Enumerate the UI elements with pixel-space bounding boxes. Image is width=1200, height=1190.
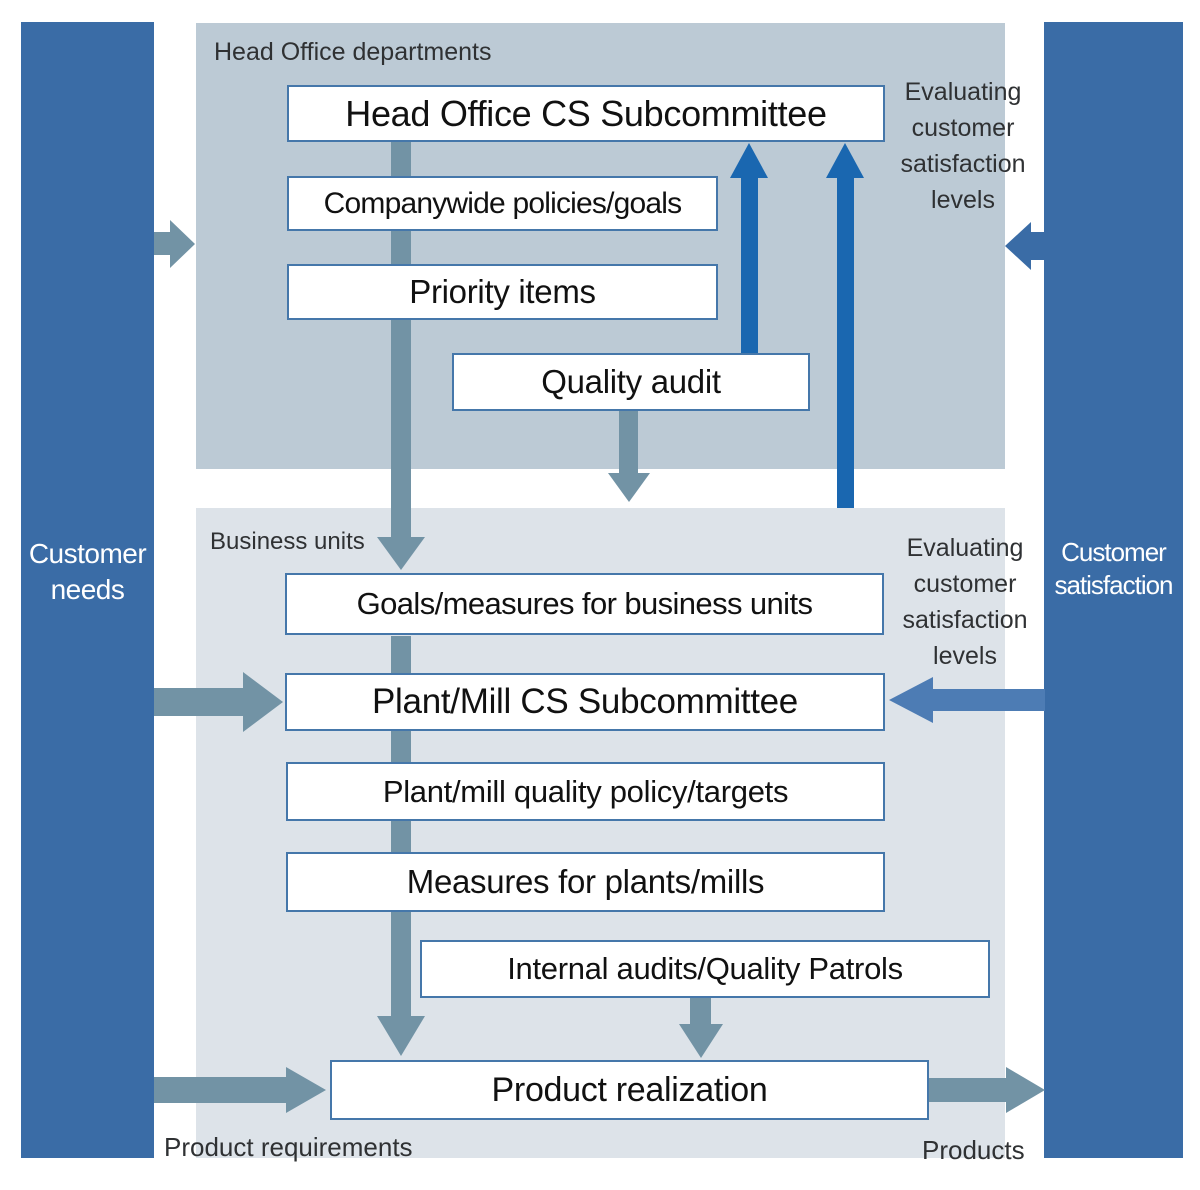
needs-to-head-office-arrow-head: [170, 220, 195, 268]
satisfaction-to-head-office-arrow-shaft: [1031, 232, 1045, 260]
satisfaction-to-head-office-arrow-head: [1005, 222, 1031, 270]
box-companywide-policies-goals: Companywide policies/goals: [287, 176, 718, 231]
satisfaction-to-plant-mill-arrow-shaft: [933, 689, 1045, 711]
box-goals-measures-business-units: Goals/measures for business units: [285, 573, 884, 635]
box-quality-audit-label: Quality audit: [541, 363, 721, 400]
box-internal-audits-quality-patrols-label: Internal audits/Quality Patrols: [507, 951, 903, 986]
flow-down-arrow-bottom-head: [377, 1016, 425, 1056]
satisfaction-to-plant-mill-arrow-head: [889, 677, 933, 723]
box-priority-items-label: Priority items: [409, 273, 596, 310]
evaluating-note-bottom: Evaluating customer satisfaction levels: [902, 534, 1028, 670]
internal-audits-down-arrow-head: [679, 1024, 723, 1058]
customer-needs-label: Customer needs: [28, 538, 147, 605]
products-label: Products: [922, 1135, 1025, 1165]
product-requirements-label: Product requirements: [164, 1132, 413, 1162]
box-priority-items: Priority items: [287, 264, 718, 320]
box-head-office-cs-subcommittee-label: Head Office CS Subcommittee: [345, 92, 827, 134]
box-plant-mill-cs-subcommittee: Plant/Mill CS Subcommittee: [285, 673, 885, 731]
feedback-up-arrow-inner-head: [730, 143, 768, 178]
box-measures-for-plants-mills-label: Measures for plants/mills: [406, 863, 765, 900]
requirements-to-product-arrow-shaft: [154, 1077, 286, 1103]
needs-to-plant-mill-arrow-head: [243, 672, 283, 732]
box-product-realization: Product realization: [330, 1060, 929, 1120]
requirements-to-product-arrow-head: [286, 1067, 326, 1113]
box-measures-for-plants-mills: Measures for plants/mills: [286, 852, 885, 912]
quality-audit-down-arrow-shaft: [619, 411, 638, 473]
customer-needs-bar: Customer needs: [21, 22, 154, 1158]
box-product-realization-label: Product realization: [491, 1070, 768, 1109]
flow-down-arrow-top-head: [377, 537, 425, 570]
flow-down-arrow-top-shaft: [391, 141, 411, 537]
feedback-up-arrow-outer-head: [826, 143, 864, 178]
business-units-label: Business units: [210, 528, 365, 555]
box-plant-mill-quality-policy-targets: Plant/mill quality policy/targets: [286, 762, 885, 821]
internal-audits-down-arrow-shaft: [690, 998, 711, 1024]
box-internal-audits-quality-patrols: Internal audits/Quality Patrols: [420, 940, 990, 998]
box-quality-audit: Quality audit: [452, 353, 810, 411]
feedback-up-arrow-inner-shaft: [741, 177, 758, 353]
box-companywide-policies-goals-label: Companywide policies/goals: [323, 186, 683, 220]
quality-audit-down-arrow-head: [608, 473, 650, 502]
customer-satisfaction-label: Customer satisfaction: [1054, 537, 1173, 601]
box-plant-mill-quality-policy-targets-label: Plant/mill quality policy/targets: [382, 773, 789, 809]
customer-satisfaction-bar: Customer satisfaction: [1044, 22, 1183, 1158]
box-goals-measures-business-units-label: Goals/measures for business units: [356, 586, 813, 621]
needs-to-head-office-arrow-shaft: [154, 232, 170, 255]
evaluating-note-top: Evaluating customer satisfaction levels: [900, 78, 1026, 214]
head-office-departments-label: Head Office departments: [214, 38, 492, 66]
flow-down-arrow-bottom-shaft: [391, 636, 411, 1016]
product-output-arrow-shaft: [929, 1078, 1006, 1102]
box-head-office-cs-subcommittee: Head Office CS Subcommittee: [287, 85, 885, 142]
needs-to-plant-mill-arrow-shaft: [154, 688, 243, 716]
box-plant-mill-cs-subcommittee-label: Plant/Mill CS Subcommittee: [372, 682, 798, 721]
feedback-up-arrow-outer-shaft: [837, 177, 854, 508]
product-output-arrow-head: [1006, 1067, 1045, 1113]
